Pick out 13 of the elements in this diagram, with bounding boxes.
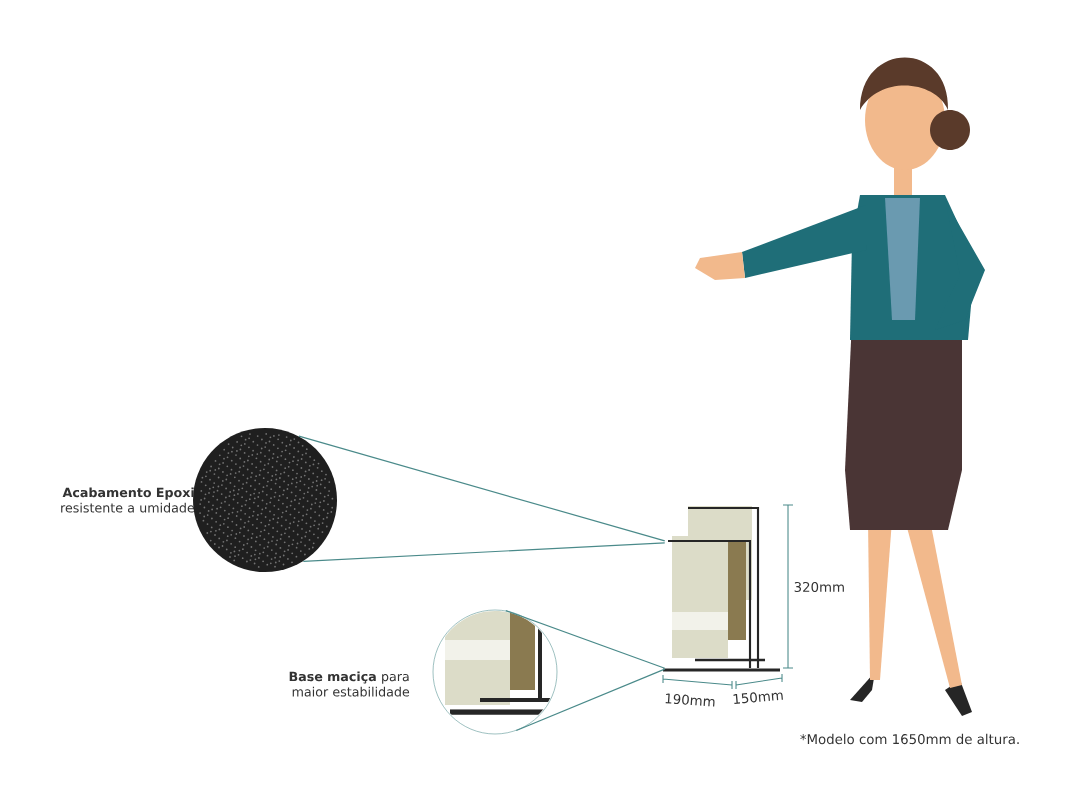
leader-line [505, 610, 666, 669]
texture-circle [193, 428, 337, 572]
dimension-label: 150mm [733, 692, 783, 704]
callout-text: Acabamento Epoxi resistente a umidade [61, 487, 195, 513]
footnote-text: *Modelo com 1650mm de altura. [800, 733, 1019, 745]
dimension-label: 190mm [665, 693, 715, 707]
detail-circle [432, 609, 558, 735]
dimension-label: 320mm [794, 581, 844, 593]
leader-line [515, 668, 666, 732]
leader-line [302, 542, 666, 562]
leader-line [298, 435, 666, 542]
towel-rack-drawing [663, 506, 780, 672]
callout-text: Base maciça para maior estabilidade [289, 671, 410, 697]
